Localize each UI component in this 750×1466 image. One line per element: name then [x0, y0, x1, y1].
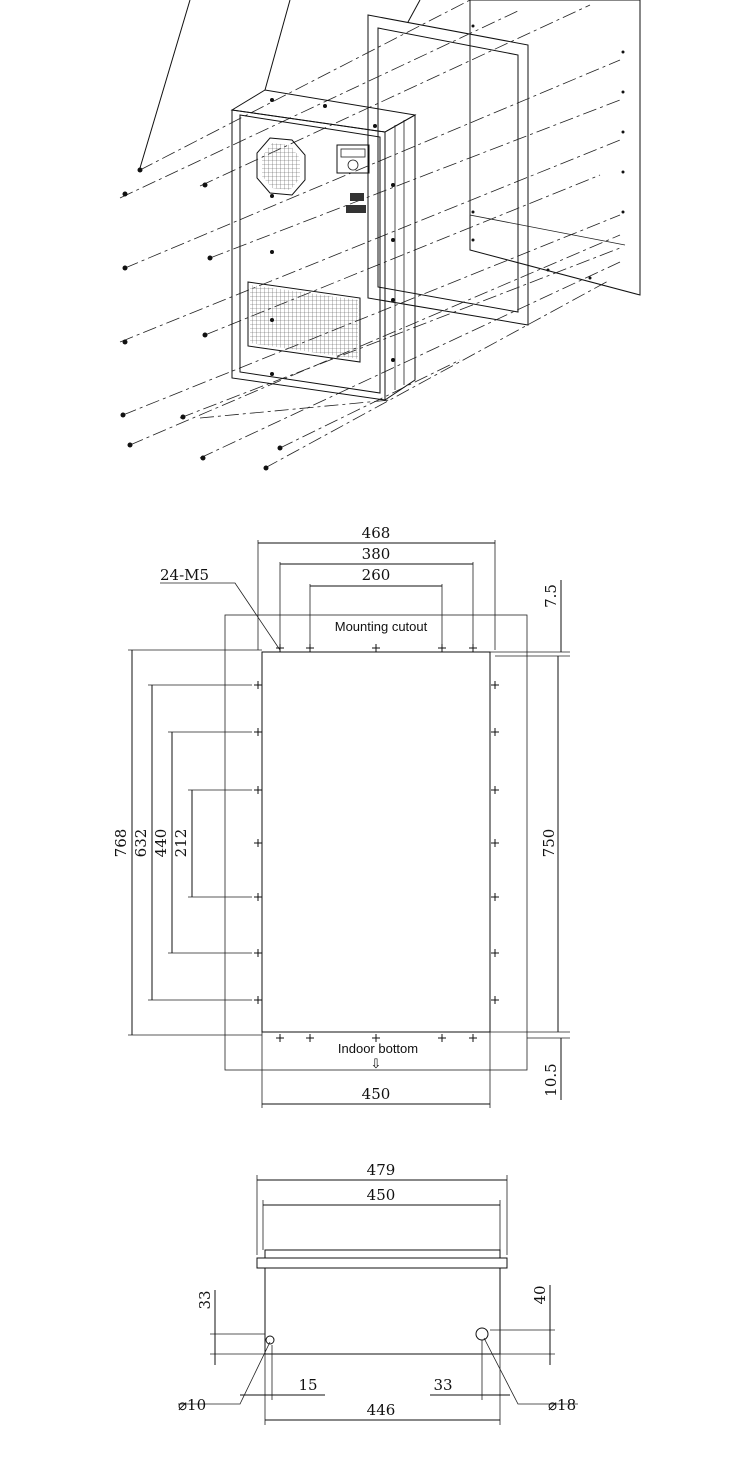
air-conditioner-unit [230, 89, 417, 401]
drain-hole-small [265, 1335, 275, 1345]
dim-260: 260 [362, 566, 391, 584]
bottom-view: 479 450 33 40 ⌀10 ⌀18 15 [178, 1161, 578, 1425]
dim-40-vertical: 40 [531, 1285, 549, 1304]
top-dimensions [257, 540, 496, 650]
dim-440: 440 [152, 829, 170, 858]
dim-450-bottom: 450 [367, 1186, 396, 1204]
leader-line-1 [139, 0, 191, 169]
controller-panel [336, 144, 370, 213]
outer-panel-outline [224, 614, 528, 1071]
dia-10-label: ⌀10 [178, 1396, 206, 1414]
cutout-rectangle [261, 651, 491, 1033]
cutout-drawing: 468 380 260 24-M5 Mounting cutout [112, 524, 570, 1108]
left-dimensions [128, 649, 262, 1036]
lower-grille [247, 281, 361, 363]
dim-632: 632 [132, 829, 150, 858]
dim-10-5: 10.5 [542, 1063, 560, 1096]
dim-33-horizontal: 33 [433, 1376, 452, 1394]
dim-7-5: 7.5 [542, 584, 560, 608]
dim-450-cutout: 450 [362, 1085, 391, 1103]
dim-212: 212 [172, 829, 190, 858]
dim-15: 15 [298, 1376, 317, 1394]
dim-479: 479 [367, 1161, 396, 1179]
down-arrow-icon: ⇩ [371, 1056, 382, 1071]
dim-446: 446 [367, 1401, 396, 1419]
screw-spec-label: 24-M5 [160, 566, 209, 584]
fan-grille [256, 137, 306, 196]
dim-380: 380 [362, 545, 391, 563]
mounting-cutout-label: Mounting cutout [335, 619, 428, 634]
leader-line-3 [407, 0, 421, 23]
dim-750: 750 [540, 829, 558, 858]
dia-18-label: ⌀18 [548, 1396, 576, 1414]
mounting-holes [254, 644, 499, 1042]
screw-dots [120, 24, 625, 471]
drain-hole-large [475, 1327, 489, 1341]
dim-468: 468 [362, 524, 391, 542]
exploded-view [119, 0, 641, 471]
gasket-frame [367, 14, 529, 326]
leader-line-2 [264, 0, 291, 91]
right-dimensions [490, 580, 570, 1100]
dim-768: 768 [112, 829, 130, 858]
indoor-bottom-label: Indoor bottom [338, 1041, 418, 1056]
unit-bottom-body [256, 1249, 508, 1355]
wall-panel [469, 0, 641, 296]
dim-33-vertical: 33 [196, 1290, 214, 1309]
